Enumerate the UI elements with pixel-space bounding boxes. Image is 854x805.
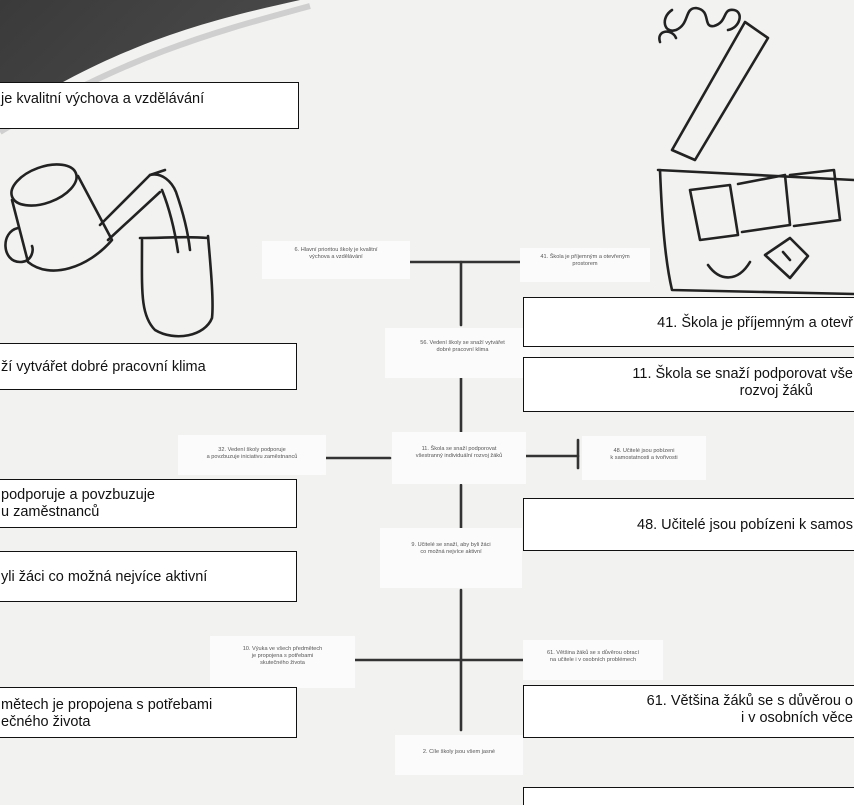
callout-open-school: 41. Škola je příjemným a otevř <box>523 297 854 347</box>
note-48: 48. Učitelé jsou pobízeni k samostatnost… <box>582 436 706 480</box>
note-11: 11. Škola se snaží podporovat všestranný… <box>392 432 526 484</box>
callout-real-life: mětech je propojena s potřebami ečného ž… <box>0 687 297 738</box>
callout-work-climate: ží vytvářet dobré pracovní klima <box>0 343 297 390</box>
callout-pupil-trust: 61. Většina žáků se s důvěrou o i v osob… <box>523 685 854 738</box>
callout-teacher-autonomy: 48. Učitelé jsou pobízeni k samos <box>523 498 854 551</box>
callout-active-pupils: yli žáci co možná nejvíce aktivní <box>0 551 297 602</box>
basket-icon <box>656 6 854 296</box>
note-10: 10. Výuka ve všech předmětech je propoje… <box>210 636 355 688</box>
note-32: 32. Vedení školy podporuje a povzbuzuje … <box>178 435 326 475</box>
note-41: 41. Škola je příjemným a otevřeným prost… <box>520 248 650 282</box>
callout-quality-education: je kvalitní výchova a vzdělávání <box>0 82 299 129</box>
callout-staff-initiative: podporuje a povzbuzuje u zaměstnanců <box>0 479 297 528</box>
note-2: 2. Cíle školy jsou všem jasné <box>395 735 523 775</box>
callout-pupil-development: 11. Škola se snaží podporovat vše rozvoj… <box>523 357 854 412</box>
note-56: 56. Vedení školy se snaží vytvářet dobré… <box>385 328 540 378</box>
note-6: 6. Hlavní prioritou školy je kvalitní vý… <box>262 241 410 279</box>
watering-jug-icon <box>4 163 214 338</box>
note-9: 9. Učitelé se snaží, aby byli žáci co mo… <box>380 528 522 588</box>
callout-partial-bottom <box>523 787 854 805</box>
note-61: 61. Většina žáků se s důvěrou obrací na … <box>523 640 663 680</box>
